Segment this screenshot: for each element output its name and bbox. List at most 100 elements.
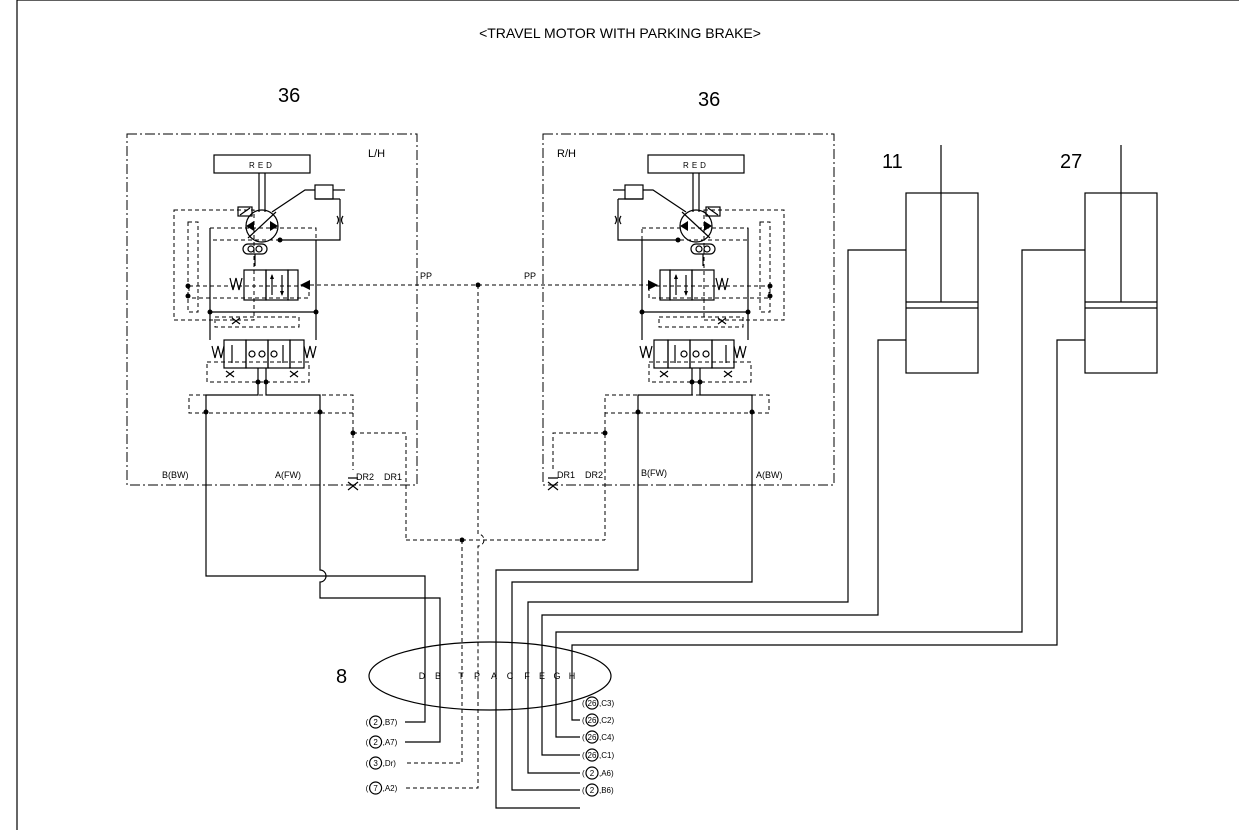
ref-suffix: ,A7): [383, 738, 398, 747]
motor-right-number: 36: [698, 89, 720, 111]
right-reference-2: (26,C4): [582, 730, 614, 744]
ref-suffix: ,A2): [383, 784, 398, 793]
cylinder-27: [1084, 145, 1158, 374]
diagram-title: <TRAVEL MOTOR WITH PARKING BRAKE>: [479, 25, 761, 41]
right-orifice: [614, 215, 622, 225]
ref-number: 26: [588, 716, 597, 725]
right-reference-4: (2 ,A6): [582, 766, 614, 780]
ref-paren: (: [582, 716, 585, 725]
ref-circle: [585, 766, 599, 780]
ref-number: 2: [590, 786, 595, 795]
left-reference-2: (3,Dr): [366, 756, 397, 770]
ref-suffix: ,A6): [599, 769, 614, 778]
right-reducer-box: [647, 154, 745, 174]
left-brake-cylinder: [314, 184, 334, 200]
right-dr1-label: DR1: [557, 470, 575, 480]
ref-paren: (: [366, 759, 369, 768]
right-brake-valve: [659, 269, 671, 301]
right-side-label: R/H: [557, 148, 576, 160]
right-references: (26,C3)(26,C2)(26,C4)(26,C1)(2,A6)(2,B6): [582, 696, 614, 797]
port-label-e: E: [539, 671, 545, 681]
right-reference-5: (2 ,B6): [582, 783, 614, 797]
ref-number: 26: [588, 733, 597, 742]
ref-circle: [585, 748, 599, 762]
left-counterbalance-valve: [223, 339, 247, 369]
right-brake-cylinder: [624, 184, 644, 200]
reference-lines: [405, 695, 580, 809]
left-dr2-label: DR2: [356, 472, 374, 482]
ref-circle: [585, 696, 599, 710]
right-shuttle-valve: [690, 243, 716, 255]
port-label-g: G: [553, 671, 560, 681]
pp-right-label: PP: [524, 271, 536, 281]
left-port-b-bw: B(BW): [162, 470, 189, 480]
ref-number: 2: [590, 769, 595, 778]
ref-circle: [369, 756, 383, 770]
ref-suffix: ,C2): [599, 716, 614, 725]
right-port-b-fw: B(FW): [641, 468, 667, 478]
pp-left-label: PP: [420, 271, 432, 281]
ref-number: 26: [588, 699, 597, 708]
left-port-a-fw: A(FW): [275, 470, 301, 480]
cylinder-2-number: 27: [1060, 151, 1082, 173]
ref-paren: (: [366, 784, 369, 793]
block-number: 8: [336, 666, 347, 688]
cylinder-11: [905, 145, 979, 374]
left-references: (2,B7)(2,A7)(3,Dr)(7,A2): [366, 715, 398, 795]
right-reference-1: (26,C2): [582, 713, 614, 727]
connection-lines: [205, 249, 1085, 695]
ref-circle: [585, 730, 599, 744]
left-reference-3: (7 ,A2): [366, 781, 398, 795]
left-brake-symbol: [237, 206, 253, 217]
port-label-c: C: [507, 671, 514, 681]
right-reference-0: (26,C3): [582, 696, 614, 710]
ref-paren: (: [582, 769, 585, 778]
ref-number: 26: [588, 751, 597, 760]
left-dr1-label: DR1: [384, 472, 402, 482]
ref-paren: (: [366, 738, 369, 747]
ref-suffix: ,C4): [599, 733, 614, 742]
ref-circle: [585, 713, 599, 727]
port-label-p: P: [474, 671, 480, 681]
left-brake-valve: [243, 269, 267, 301]
ref-number: 2: [373, 738, 378, 747]
left-reducer-box: [213, 154, 311, 174]
right-counterbalance-valve: [653, 339, 669, 369]
ref-paren: (: [582, 751, 585, 760]
left-motor-boundary: [126, 133, 418, 486]
port-label-b: B: [435, 671, 441, 681]
ref-circle: [369, 735, 383, 749]
ref-paren: (: [582, 733, 585, 742]
port-label-a: A: [491, 671, 497, 681]
ref-circle: [369, 715, 383, 729]
left-reducer-label: RED: [249, 161, 275, 170]
right-dr2-label: DR2: [585, 470, 603, 480]
ref-number: 2: [373, 718, 378, 727]
left-side-label: L/H: [368, 148, 385, 160]
ref-number: 7: [373, 784, 378, 793]
port-label-f: F: [524, 671, 530, 681]
ref-suffix: ,C1): [599, 751, 614, 760]
cylinder-1-number: 11: [882, 151, 903, 173]
left-orifice: [336, 215, 344, 225]
ref-suffix: ,B7): [383, 718, 398, 727]
left-shuttle-valve: [242, 243, 268, 255]
right-reference-3: (26,C1): [582, 748, 614, 762]
ref-circle: [369, 781, 383, 795]
left-travel-motor: L/H RED: [126, 133, 418, 540]
right-reducer-label: RED: [683, 161, 709, 170]
port-block-ellipse: [368, 641, 612, 711]
right-port-a-bw: A(BW): [756, 470, 783, 480]
ref-paren: (: [366, 718, 369, 727]
ref-circle: [585, 783, 599, 797]
right-motor-boundary: [542, 133, 835, 486]
port-label-t: T: [458, 671, 464, 681]
ref-suffix: ,B6): [599, 786, 614, 795]
ref-paren: (: [582, 786, 585, 795]
ref-suffix: ,C3): [599, 699, 614, 708]
port-label-h: H: [569, 671, 576, 681]
left-reference-1: (2 ,A7): [366, 735, 398, 749]
ref-paren: (: [582, 699, 585, 708]
ref-suffix: ,Dr): [383, 759, 397, 768]
